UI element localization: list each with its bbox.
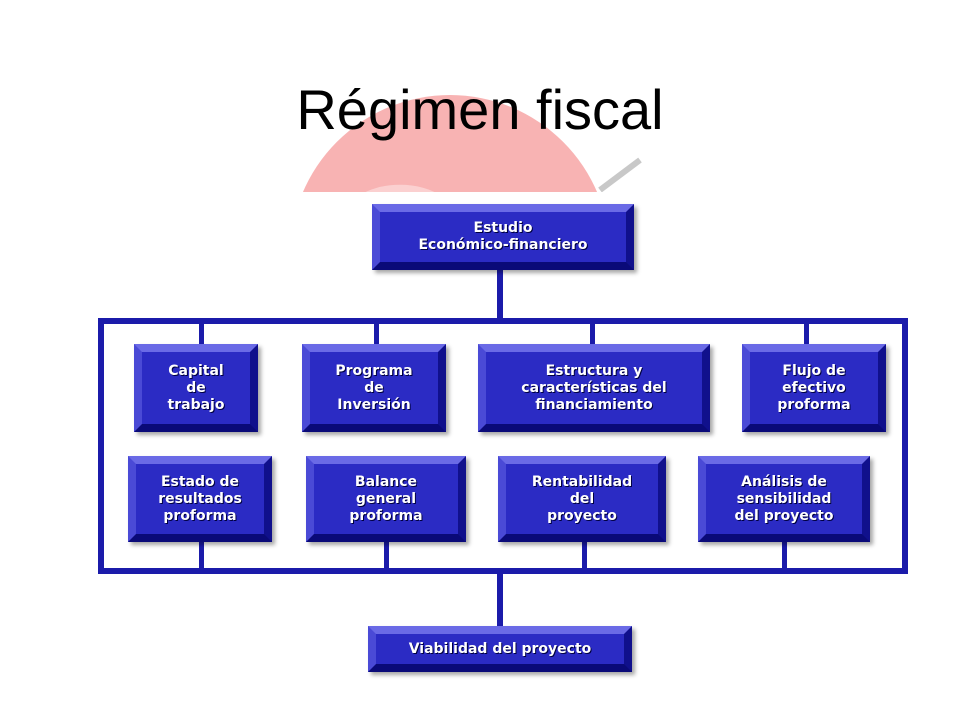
- frame-left: [98, 318, 104, 574]
- connector-bottom: [497, 572, 503, 630]
- box-estado-resultados: Estado de resultados proforma: [128, 456, 272, 542]
- connector-r1-3: [590, 320, 595, 348]
- box-label: Estructura y características del financi…: [521, 362, 667, 413]
- box-flujo-efectivo: Flujo de efectivo proforma: [742, 344, 886, 432]
- box-estudio-label: Estudio Económico-financiero: [418, 220, 588, 253]
- box-viabilidad: Viabilidad del proyecto: [368, 626, 632, 672]
- connector-r2-2: [384, 540, 389, 570]
- box-label: Rentabilidad del proyecto: [531, 473, 633, 524]
- box-label: Estado de resultados proforma: [158, 473, 242, 524]
- connector-r2-4: [782, 540, 787, 570]
- box-rentabilidad: Rentabilidad del proyecto: [498, 456, 666, 542]
- box-balance-general: Balance general proforma: [306, 456, 466, 542]
- frame-right: [902, 318, 908, 574]
- box-viabilidad-label: Viabilidad del proyecto: [408, 640, 592, 657]
- box-label: Balance general proforma: [349, 473, 423, 524]
- connector-r2-3: [582, 540, 587, 570]
- box-label: Capital de trabajo: [167, 362, 225, 413]
- box-label: Programa de Inversión: [335, 362, 413, 413]
- page-title: Régimen fiscal: [296, 78, 664, 141]
- frame-bottom: [98, 568, 908, 574]
- box-analisis-sensibilidad: Análisis de sensibilidad del proyecto: [698, 456, 870, 542]
- connector-top: [497, 268, 503, 320]
- box-label: Análisis de sensibilidad del proyecto: [734, 473, 834, 524]
- box-label: Flujo de efectivo proforma: [777, 362, 851, 413]
- box-estudio: Estudio Económico-financiero: [372, 204, 634, 270]
- box-estructura-financiamiento: Estructura y características del financi…: [478, 344, 710, 432]
- connector-r1-4: [804, 320, 809, 348]
- connector-r1-2: [374, 320, 379, 348]
- frame-top: [98, 318, 908, 324]
- box-capital-trabajo: Capital de trabajo: [134, 344, 258, 432]
- connector-r1-1: [199, 320, 204, 348]
- box-programa-inversion: Programa de Inversión: [302, 344, 446, 432]
- connector-r2-1: [199, 540, 204, 570]
